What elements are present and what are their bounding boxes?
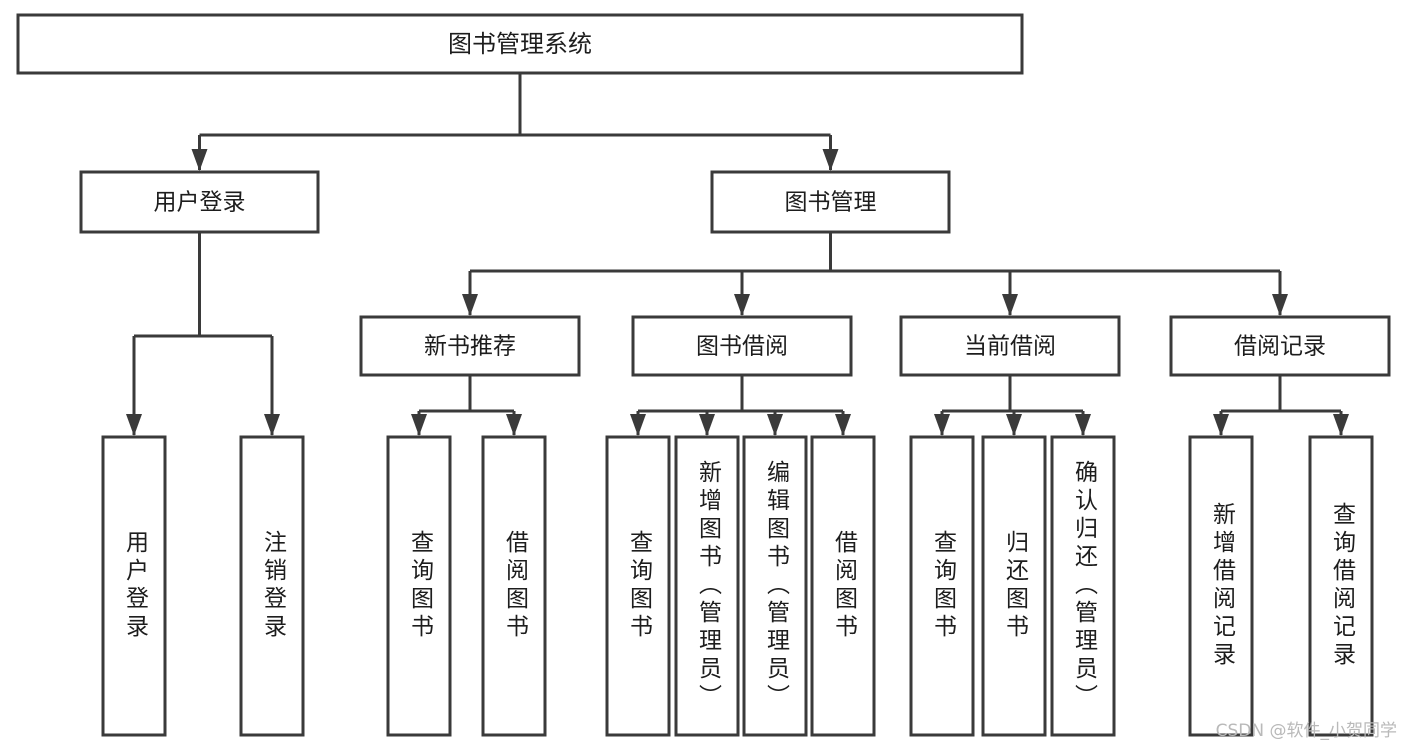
node-rect[interactable] [810,435,876,737]
label-root: 图书管理系统 [448,30,592,58]
node-root[interactable] [16,13,1024,75]
label-book-manage: 图书管理 [785,190,877,216]
arrow-head [699,414,715,436]
node-leaf-edit-book[interactable] [742,435,808,737]
arrow-head [934,414,950,436]
arrow-head [264,414,280,436]
node-rect[interactable] [981,435,1047,737]
label-book-borrow: 图书借阅 [696,334,788,360]
arrow-head [767,414,783,436]
node-leaf-user-login[interactable] [101,435,167,737]
node-rect[interactable] [359,315,581,377]
boxes-layer [16,13,1391,737]
arrow-head [835,414,851,436]
arrow-head [1006,414,1022,436]
node-rect[interactable] [631,315,853,377]
node-leaf-return-book[interactable] [981,435,1047,737]
node-rect[interactable] [1050,435,1116,737]
node-rect[interactable] [16,13,1024,75]
arrow-head [462,294,478,316]
arrow-head [1272,294,1288,316]
connectors-layer [126,73,1349,436]
watermark-text: CSDN @软件_小贺同学 [1215,721,1397,741]
arrow-head [1002,294,1018,316]
arrow-head [411,414,427,436]
node-rect[interactable] [899,315,1121,377]
node-leaf-add-book[interactable] [674,435,740,737]
label-user-login: 用户登录 [154,190,246,216]
node-rect[interactable] [1308,435,1374,737]
arrow-head [734,294,750,316]
label-new-book-rec: 新书推荐 [424,334,516,360]
node-book-manage[interactable] [710,170,951,234]
node-rect[interactable] [1188,435,1254,737]
node-leaf-borrow-book-2[interactable] [810,435,876,737]
label-borrow-record: 借阅记录 [1234,334,1326,360]
node-user-login[interactable] [79,170,320,234]
arrow-head [1075,414,1091,436]
node-leaf-query-record[interactable] [1308,435,1374,737]
node-rect[interactable] [605,435,671,737]
arrow-head [506,414,522,436]
node-rect[interactable] [710,170,951,234]
node-leaf-add-record[interactable] [1188,435,1254,737]
arrow-head [1333,414,1349,436]
arrow-head [1213,414,1229,436]
node-leaf-query-book-2[interactable] [605,435,671,737]
node-rect[interactable] [1169,315,1391,377]
node-rect[interactable] [386,435,452,737]
node-rect[interactable] [674,435,740,737]
node-rect[interactable] [909,435,975,737]
node-borrow-record[interactable] [1169,315,1391,377]
arrow-head [191,149,208,171]
node-rect[interactable] [742,435,808,737]
node-leaf-confirm-return[interactable] [1050,435,1116,737]
node-leaf-borrow-book-1[interactable] [481,435,547,737]
node-rect[interactable] [101,435,167,737]
node-rect[interactable] [239,435,305,737]
node-rect[interactable] [79,170,320,234]
node-leaf-query-book-1[interactable] [386,435,452,737]
arrow-head [126,414,142,436]
node-book-borrow[interactable] [631,315,853,377]
node-new-book-rec[interactable] [359,315,581,377]
arrow-head [630,414,646,436]
node-leaf-user-logout[interactable] [239,435,305,737]
node-rect[interactable] [481,435,547,737]
node-leaf-query-book-3[interactable] [909,435,975,737]
node-current-borrow[interactable] [899,315,1121,377]
arrow-head [822,149,839,171]
label-current-borrow: 当前借阅 [964,334,1056,360]
